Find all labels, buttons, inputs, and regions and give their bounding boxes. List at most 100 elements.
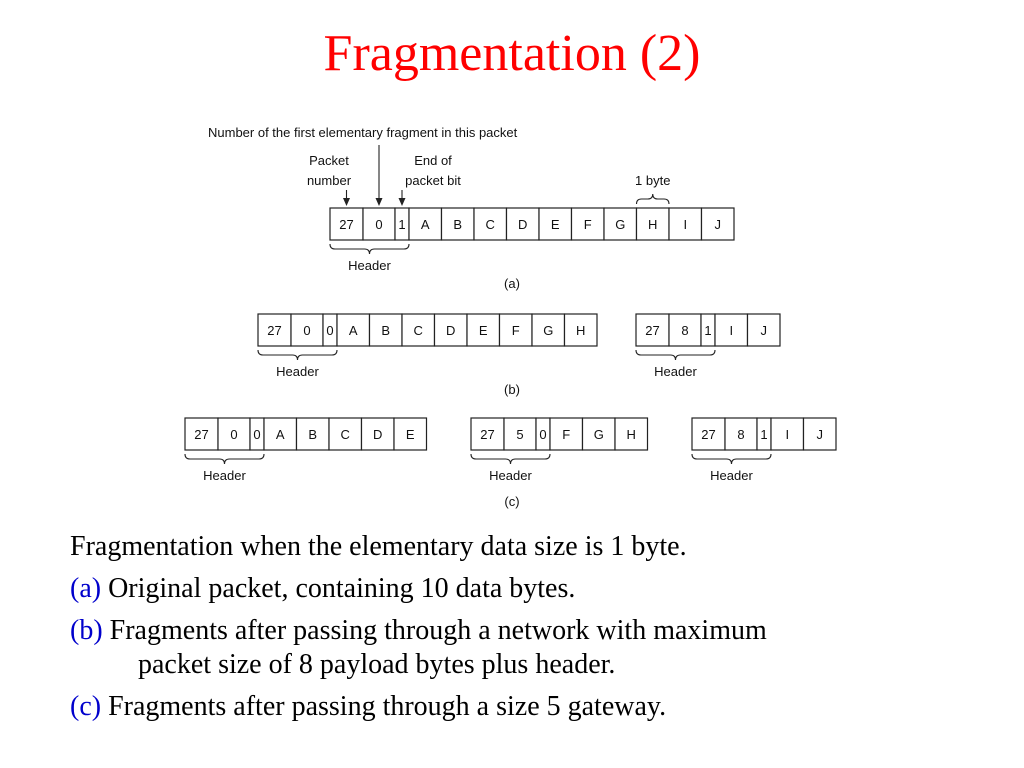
caption-label-b: (b) — [70, 615, 103, 646]
caption-intro: Fragmentation when the elementary data s… — [70, 531, 687, 562]
packet-cell — [668, 313, 702, 347]
packet-cell-text: C — [414, 323, 423, 338]
row-label-c: (c) — [504, 494, 519, 509]
packet-cell-text: J — [715, 217, 722, 232]
header-label: Header — [489, 468, 532, 483]
packet-cell-text: 1 — [760, 427, 767, 442]
header-label: Header — [348, 258, 391, 273]
packet-cell-text: D — [518, 217, 527, 232]
packet-cell — [393, 417, 428, 451]
end-bit-label-1: End of — [414, 153, 452, 168]
caption-label-c: (c) — [70, 691, 102, 722]
packet-cell-text: A — [349, 323, 358, 338]
packet-cell-text: 0 — [230, 427, 237, 442]
header-brace — [329, 243, 410, 255]
first-fragment-annotation: Number of the first elementary fragment … — [208, 125, 518, 140]
header-brace — [257, 349, 338, 361]
header-brace — [184, 453, 265, 465]
packet-cell-text: J — [817, 427, 824, 442]
packet-cell-text: 27 — [701, 427, 715, 442]
caption-label-a: (a) — [70, 573, 102, 604]
packet-cell-text: E — [479, 323, 488, 338]
packet-cell-text: I — [785, 427, 789, 442]
fragmentation-figure: Number of the first elementary fragment … — [184, 125, 837, 509]
header-brace — [691, 453, 772, 465]
packet-cell — [473, 207, 508, 241]
caption: Fragmentation when the elementary data s… — [70, 530, 970, 732]
packet-cell — [581, 417, 616, 451]
packet-cell-text: 27 — [645, 323, 659, 338]
packet-cell — [433, 313, 468, 347]
packet-cell — [328, 417, 363, 451]
packet-cell-text: B — [381, 323, 390, 338]
packet-cell — [635, 207, 670, 241]
header-label: Header — [203, 468, 246, 483]
packet-cell-text: H — [648, 217, 657, 232]
caption-text-c: Fragments after passing through a size 5… — [108, 691, 667, 722]
packet-cell — [217, 417, 251, 451]
packet-cell-text: 27 — [194, 427, 208, 442]
caption-text-b: Fragments after passing through a networ… — [109, 615, 767, 646]
packet-cell — [505, 207, 540, 241]
packet-cell — [802, 417, 837, 451]
packet-cell-text: 27 — [339, 217, 353, 232]
end-bit-arrow — [398, 190, 406, 206]
packet-cell — [549, 417, 584, 451]
packet-cell — [531, 313, 566, 347]
packet-cell — [668, 207, 703, 241]
packet-cell — [498, 313, 533, 347]
packet-cell-text: 0 — [253, 427, 260, 442]
caption-item-b: (b) Fragments after passing through a ne… — [70, 614, 970, 682]
packet-cell-text: 0 — [539, 427, 546, 442]
packet-cell-text: B — [308, 427, 317, 442]
packet-cell — [724, 417, 758, 451]
packet-cell — [538, 207, 573, 241]
packet-cell — [563, 313, 598, 347]
packet-cell — [263, 417, 298, 451]
packet-cell-text: 27 — [480, 427, 494, 442]
header-label: Header — [276, 364, 319, 379]
first-fragment-arrow — [375, 145, 383, 206]
packet-cell-text: A — [276, 427, 285, 442]
header-label: Header — [710, 468, 753, 483]
packet-cell-text: D — [446, 323, 455, 338]
packet-cell-text: D — [373, 427, 382, 442]
packet-number-label-1: Packet — [309, 153, 349, 168]
slide-title: Fragmentation (2) — [323, 25, 701, 82]
packet-cell — [408, 207, 443, 241]
packet-cell — [614, 417, 649, 451]
packet-cell — [440, 207, 475, 241]
packet-cell-text: 27 — [267, 323, 281, 338]
end-bit-label-2: packet bit — [405, 173, 461, 188]
packet-cell-text: H — [576, 323, 585, 338]
packet-cell-text: G — [594, 427, 604, 442]
row-label-a: (a) — [504, 276, 520, 291]
packet-cell-text: E — [551, 217, 560, 232]
packet-cell — [503, 417, 537, 451]
packet-cell-text: J — [761, 323, 768, 338]
packet-cell-text: 0 — [326, 323, 333, 338]
header-label: Header — [654, 364, 697, 379]
packet-cell — [746, 313, 781, 347]
packet-cell-text: 0 — [375, 217, 382, 232]
packet-cell — [184, 417, 219, 451]
row-label-b: (b) — [504, 382, 520, 397]
packet-cell — [700, 207, 735, 241]
packet-cell-text: 8 — [681, 323, 688, 338]
packet-cell-text: 1 — [398, 217, 405, 232]
packet-cell — [691, 417, 726, 451]
packet-cell-text: B — [453, 217, 462, 232]
header-brace — [470, 453, 551, 465]
packet-cell — [368, 313, 403, 347]
packet-cell-text: I — [683, 217, 687, 232]
packet-cell-text: F — [584, 217, 592, 232]
packet-cell-text: F — [512, 323, 520, 338]
packet-cell-text: H — [627, 427, 636, 442]
packet-cell-text: C — [341, 427, 350, 442]
